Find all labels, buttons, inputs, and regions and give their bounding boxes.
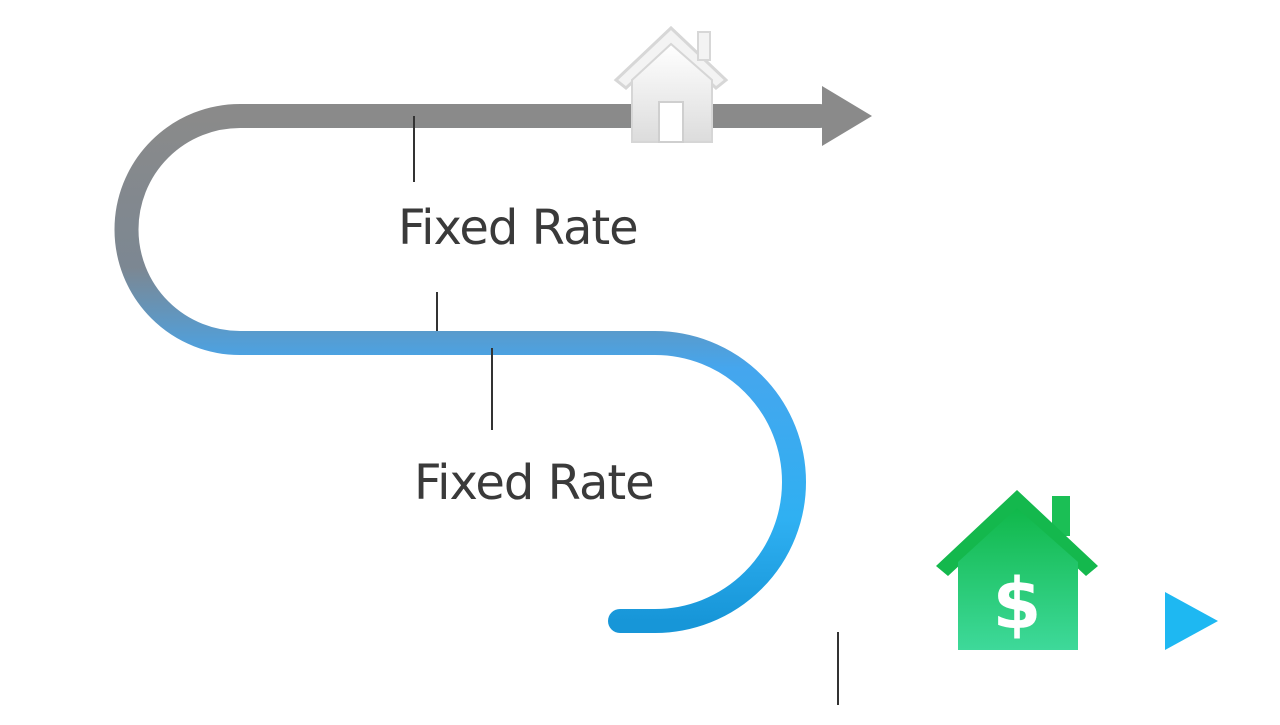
top-arrowhead: [822, 86, 872, 146]
house-icon: [613, 25, 729, 143]
house-dollar-icon: $: [936, 490, 1098, 650]
dollar-symbol: $: [993, 563, 1042, 645]
fixed-rate-label-upper: Fixed Rate: [398, 200, 639, 256]
fixed-rate-label-lower: Fixed Rate: [414, 455, 655, 511]
snake-path: [114, 104, 832, 633]
bottom-arrowhead: [1165, 592, 1218, 650]
